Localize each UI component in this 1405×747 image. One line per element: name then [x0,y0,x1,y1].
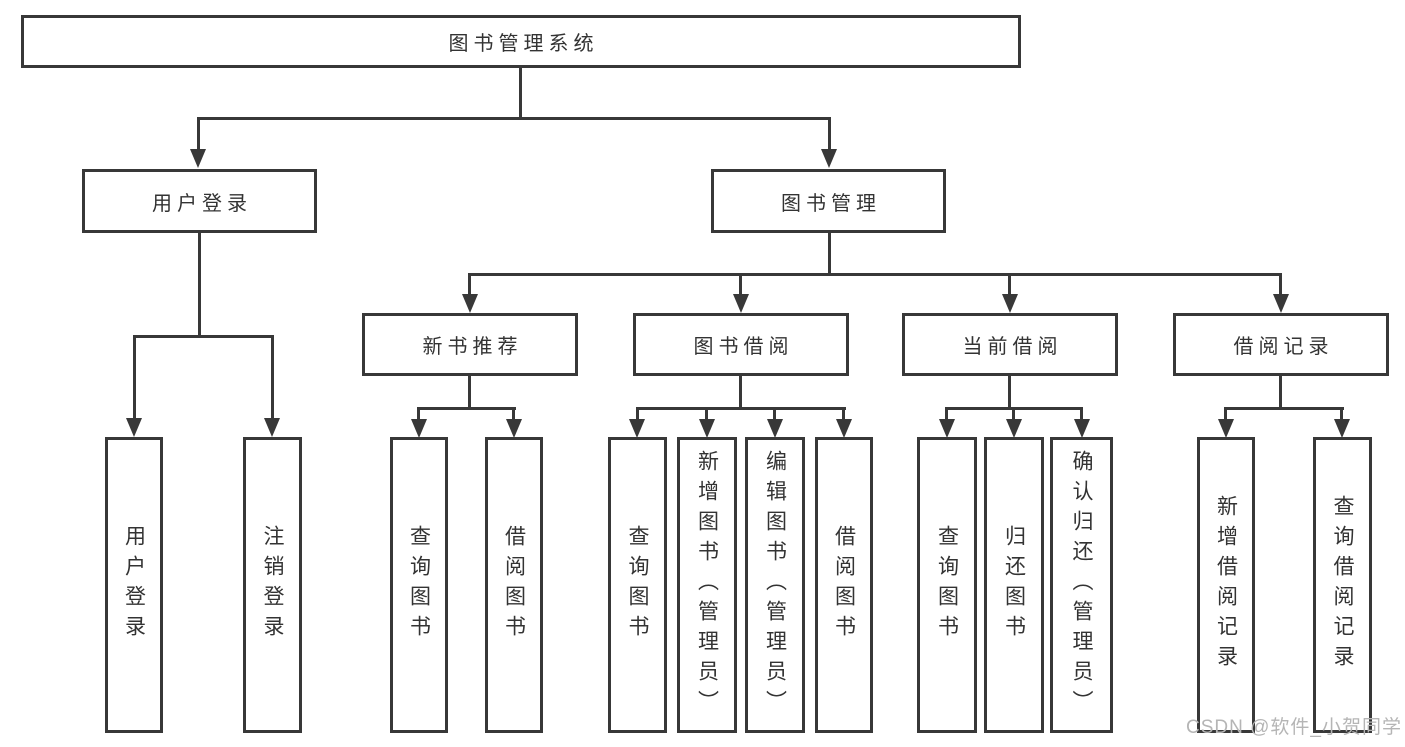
connector-drop-user-login [197,117,200,150]
connector-stem [468,376,471,409]
connector-root-stem [519,68,522,120]
arrow-down-icon [1273,294,1289,313]
connector-drop [1340,407,1343,421]
leaf-query-books: 查询图书 [917,437,977,733]
arrow-down-icon [190,149,206,168]
leaf-add-book-admin: 新增图书（管理员） [677,437,737,733]
leaf-query-books: 查询图书 [390,437,448,733]
connector-drop [842,407,845,421]
connector-drop [1012,407,1015,421]
leaf-confirm-return-admin: 确认归还（管理员） [1050,437,1113,733]
leaf-add-borrow-record: 新增借阅记录 [1197,437,1255,733]
connector-drop [512,407,515,421]
connector-stem [1279,376,1282,409]
connector-book-mgmt-stem [828,233,831,276]
connector-drop [1279,273,1282,296]
csdn-watermark: CSDN @软件_小贺同学 [1186,717,1402,738]
connector-drop-book-mgmt [828,117,831,150]
node-root-system: 图书管理系统 [21,15,1021,68]
arrow-down-icon [733,294,749,313]
arrow-down-icon [1074,419,1090,438]
arrow-down-icon [821,149,837,168]
node-book-borrow: 图书借阅 [633,313,849,376]
connector-drop [945,407,948,421]
connector-drop [1008,273,1011,296]
connector-drop [773,407,776,421]
node-new-book-recommend: 新书推荐 [362,313,578,376]
arrow-down-icon [411,419,427,438]
connector-drop [1080,407,1083,421]
connector-rail [1224,407,1344,410]
arrow-down-icon [939,419,955,438]
connector-stem [739,376,742,409]
connector-drop [271,335,274,420]
connector-drop [417,407,420,421]
node-book-management: 图书管理 [711,169,946,233]
connector-root-rail [197,117,831,120]
connector-user-login-stem [198,233,201,337]
arrow-down-icon [1002,294,1018,313]
arrow-down-icon [699,419,715,438]
connector-drop [739,273,742,296]
connector-stem [1008,376,1011,409]
connector-book-mgmt-rail [468,273,1282,276]
connector-drop [468,273,471,296]
connector-user-login-rail [133,335,274,338]
node-current-borrow: 当前借阅 [902,313,1118,376]
leaf-borrow-books: 借阅图书 [485,437,543,733]
leaf-user-login: 用户登录 [105,437,163,733]
arrow-down-icon [767,419,783,438]
arrow-down-icon [629,419,645,438]
arrow-down-icon [264,418,280,437]
arrow-down-icon [1218,419,1234,438]
leaf-edit-book-admin: 编辑图书（管理员） [745,437,805,733]
arrow-down-icon [462,294,478,313]
connector-drop [636,407,639,421]
leaf-borrow-books: 借阅图书 [815,437,873,733]
arrow-down-icon [126,418,142,437]
arrow-down-icon [836,419,852,438]
node-borrow-records: 借阅记录 [1173,313,1389,376]
arrow-down-icon [506,419,522,438]
node-user-login: 用户登录 [82,169,317,233]
connector-drop [705,407,708,421]
leaf-query-borrow-record: 查询借阅记录 [1313,437,1372,733]
arrow-down-icon [1334,419,1350,438]
connector-drop [1224,407,1227,421]
leaf-return-book: 归还图书 [984,437,1044,733]
connector-drop [133,335,136,420]
arrow-down-icon [1006,419,1022,438]
leaf-logout: 注销登录 [243,437,302,733]
connector-rail [417,407,516,410]
leaf-query-books: 查询图书 [608,437,667,733]
connector-rail [636,407,846,410]
